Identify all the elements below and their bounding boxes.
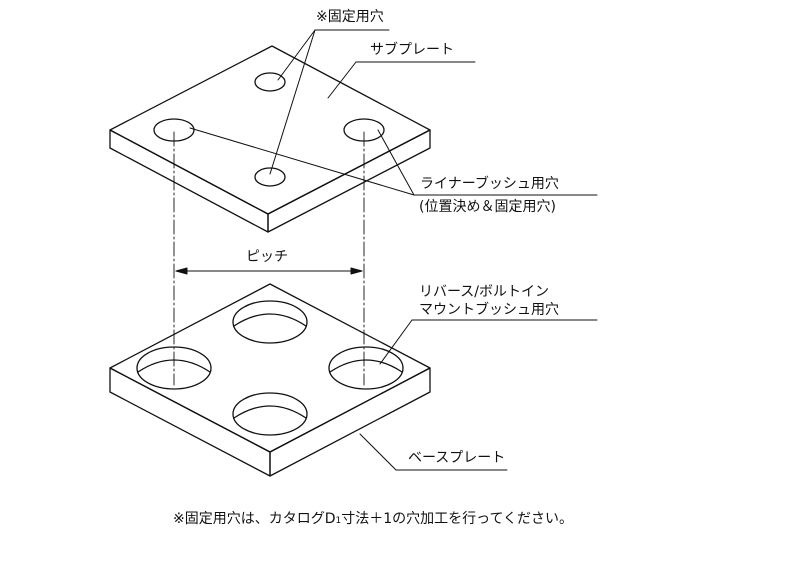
- fixing-hole-back: [254, 72, 286, 92]
- footnote-before: ※固定用穴は、カタログD: [173, 511, 336, 527]
- bush-hole-right: [328, 346, 404, 390]
- bush-hole-back: [232, 300, 308, 344]
- fixing-hole-note-label: ※固定用穴: [316, 9, 384, 25]
- footnote: ※固定用穴は、カタログD1寸法＋1の穴加工を行ってください。: [173, 511, 573, 529]
- footnote-subscript: 1: [335, 516, 342, 526]
- mount-bush-hole-label: マウントブッシュ用穴: [419, 302, 559, 318]
- center-lines: [173, 131, 365, 386]
- footnote-after: 寸法＋1の穴加工を行ってください。: [341, 511, 574, 527]
- sub-plate-label: サブプレート: [370, 42, 454, 58]
- base-plate-front-face: [109, 367, 271, 477]
- base-plate: [109, 283, 431, 477]
- sub-plate: [109, 45, 431, 233]
- sub-plate-front-face: [109, 129, 269, 233]
- pitch-label: ピッチ: [246, 249, 288, 265]
- sub-plate-top-face: [109, 45, 431, 215]
- base-plate-label: ベースプレート: [408, 450, 506, 466]
- base-plate-side-face: [269, 367, 431, 477]
- liner-bush-hole-label: ライナーブッシュ用穴: [420, 176, 559, 192]
- sub-plate-side-face: [267, 129, 431, 233]
- reverse-bolt-in-label: リバース/ボルトイン: [419, 284, 550, 300]
- bush-hole-front: [232, 392, 308, 436]
- fixing-hole-front: [254, 167, 286, 187]
- pitch-dimension: [175, 267, 363, 275]
- base-plate-holes: [136, 300, 404, 436]
- base-plate-top-face: [109, 283, 431, 453]
- leader-lines: [189, 29, 598, 471]
- liner-bush-purpose-label: (位置決め＆固定用穴): [419, 199, 556, 215]
